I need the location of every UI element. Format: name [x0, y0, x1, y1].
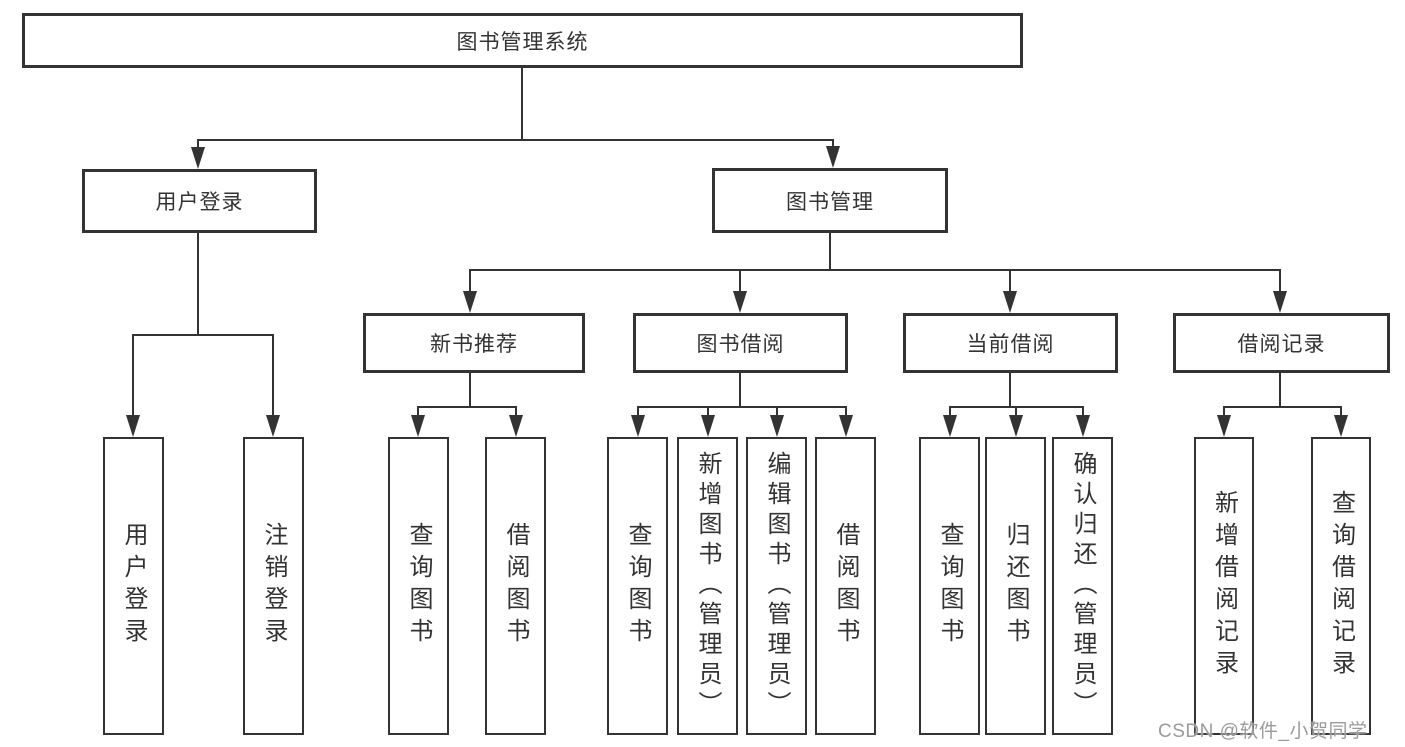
arrowhead	[839, 415, 853, 437]
connector-root-split	[191, 68, 840, 169]
leaf-add-book-admin: 新增图书（管理员）	[677, 437, 738, 735]
arrowhead	[463, 291, 477, 313]
leaf-query-book-current: 查询图书	[919, 437, 980, 735]
arrowhead	[733, 291, 747, 313]
arrowhead	[1334, 415, 1348, 437]
arrowhead	[1076, 415, 1090, 437]
connector-new-book-split	[411, 373, 523, 437]
arrowhead	[631, 415, 645, 437]
arrowhead	[826, 146, 840, 168]
leaf-query-book-borrow: 查询图书	[607, 437, 668, 735]
connector-borrow-record-split	[1217, 373, 1348, 437]
arrowhead	[770, 415, 784, 437]
arrowhead	[1003, 291, 1017, 313]
arrowhead	[191, 147, 205, 169]
arrowhead	[1217, 415, 1231, 437]
leaf-logout-login: 注销登录	[243, 437, 304, 735]
leaf-return-book: 归还图书	[985, 437, 1046, 735]
leaf-query-book-recommend: 查询图书	[388, 437, 449, 735]
arrowhead	[509, 415, 523, 437]
arrowhead	[943, 415, 957, 437]
arrowhead	[266, 415, 280, 437]
node-current-borrow: 当前借阅	[903, 313, 1118, 373]
node-root: 图书管理系统	[22, 13, 1023, 68]
leaf-borrow-book-recommend: 借阅图书	[485, 437, 546, 735]
node-new-book-recommend: 新书推荐	[363, 313, 585, 373]
arrowhead	[411, 415, 425, 437]
connector-book-management-split	[463, 233, 1287, 313]
leaf-confirm-return-admin: 确认归还（管理员）	[1052, 437, 1113, 735]
leaf-user-login: 用户登录	[103, 437, 164, 735]
node-book-borrow: 图书借阅	[633, 313, 848, 373]
leaf-query-borrow-record: 查询借阅记录	[1311, 437, 1371, 735]
connector-book-borrow-split	[631, 373, 853, 437]
arrowhead	[701, 415, 715, 437]
leaf-borrow-book: 借阅图书	[815, 437, 876, 735]
node-borrow-record: 借阅记录	[1173, 313, 1390, 373]
watermark: CSDN @软件_小贺同学	[1158, 721, 1368, 742]
node-user-login: 用户登录	[82, 169, 317, 233]
node-book-management: 图书管理	[712, 168, 948, 233]
connector-current-borrow-split	[943, 373, 1090, 437]
leaf-add-borrow-record: 新增借阅记录	[1194, 437, 1254, 735]
arrowhead	[1009, 415, 1023, 437]
arrowhead	[1273, 291, 1287, 313]
arrowhead	[126, 415, 140, 437]
leaf-edit-book-admin: 编辑图书（管理员）	[746, 437, 807, 735]
connector-user-login-split	[126, 233, 280, 437]
